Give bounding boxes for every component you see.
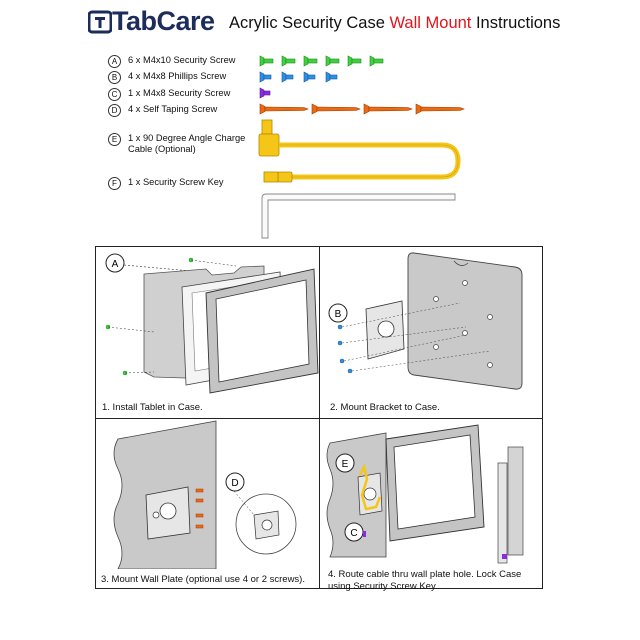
parts-item-f: F 1 x Security Screw Key [108, 177, 224, 193]
step-4-panel: E C 4. Route cable thru wall plate hole.… [319, 418, 543, 592]
step-1-diagram: A [105, 253, 319, 394]
part-letter: D [108, 104, 121, 117]
brand-name: TabCare [112, 6, 215, 36]
step-3-panel: D 3. Mount Wall Plate (optional use 4 or… [95, 418, 320, 589]
step-4-caption: 4. Route cable thru wall plate hole. Loc… [328, 569, 522, 592]
screw-b-icon [325, 71, 338, 83]
page-title: Acrylic Security Case Wall Mount Instruc… [229, 14, 560, 33]
screw-d-icon [415, 103, 465, 115]
part-letter: E [108, 133, 121, 146]
part-letter: A [108, 55, 121, 68]
step-4-callout-c: C [350, 528, 357, 539]
screw-a-icon [303, 55, 318, 67]
screw-d-icon [311, 103, 361, 115]
part-letter: B [108, 71, 121, 84]
step-1-callout: A [112, 259, 119, 270]
step-2-diagram: B [328, 252, 523, 390]
screw-a-icon [369, 55, 384, 67]
screw-b-icon [303, 71, 316, 83]
step-3-callout: D [231, 478, 238, 489]
part-label: 4 x Self Taping Screw [128, 104, 218, 114]
step-2-caption: 2. Mount Bracket to Case. [330, 402, 440, 413]
part-label: 1 x M4x8 Security Screw [128, 88, 231, 98]
part-label: 4 x M4x8 Phillips Screw [128, 71, 227, 81]
screw-a-icon [347, 55, 362, 67]
charge-cable-icon [258, 119, 461, 183]
parts-item-c: C 1 x M4x8 Security Screw [108, 88, 230, 104]
screw-a-icon [281, 55, 296, 67]
screw-a-icon [259, 55, 274, 67]
step-1-caption: 1. Install Tablet in Case. [102, 402, 203, 413]
parts-item-a: A 6 x M4x10 Security Screw [108, 55, 235, 71]
screw-b-icon [259, 71, 272, 83]
security-key-icon [261, 193, 456, 239]
parts-illustrations [258, 55, 465, 239]
screw-c-icon [259, 87, 271, 99]
screw-d-icon [363, 103, 413, 115]
title-suffix: Instructions [471, 14, 561, 32]
step-3-caption: 3. Mount Wall Plate (optional use 4 or 2… [101, 574, 305, 585]
step-4-diagram: E C [326, 424, 524, 564]
brand-logo: TabCare [88, 6, 218, 41]
brand-mark-icon [88, 10, 112, 34]
step-3-diagram: D [113, 420, 297, 569]
step-2-callout: B [335, 309, 342, 320]
part-letter: C [108, 88, 121, 101]
title-highlight: Wall Mount [389, 14, 472, 32]
part-label: 1 x 90 Degree Angle Charge Cable (Option… [128, 133, 246, 154]
parts-item-e: E 1 x 90 Degree Angle Charge Cable (Opti… [108, 133, 248, 154]
title-prefix: Acrylic Security Case [229, 14, 390, 32]
screw-d-icon [259, 103, 309, 115]
step-4-callout-e: E [342, 459, 349, 470]
screw-a-icon [325, 55, 340, 67]
parts-item-d: D 4 x Self Taping Screw [108, 104, 217, 120]
step-2-panel: B 2. Mount Bracket to Case. [319, 246, 543, 419]
steps-grid: A 1. Install Tablet in Case. [95, 246, 543, 592]
part-letter: F [108, 177, 121, 190]
part-label: 6 x M4x10 Security Screw [128, 55, 236, 65]
screw-b-icon [281, 71, 294, 83]
part-label: 1 x Security Screw Key [128, 177, 224, 187]
step-1-panel: A 1. Install Tablet in Case. [95, 246, 320, 419]
parts-item-b: B 4 x M4x8 Phillips Screw [108, 71, 226, 87]
